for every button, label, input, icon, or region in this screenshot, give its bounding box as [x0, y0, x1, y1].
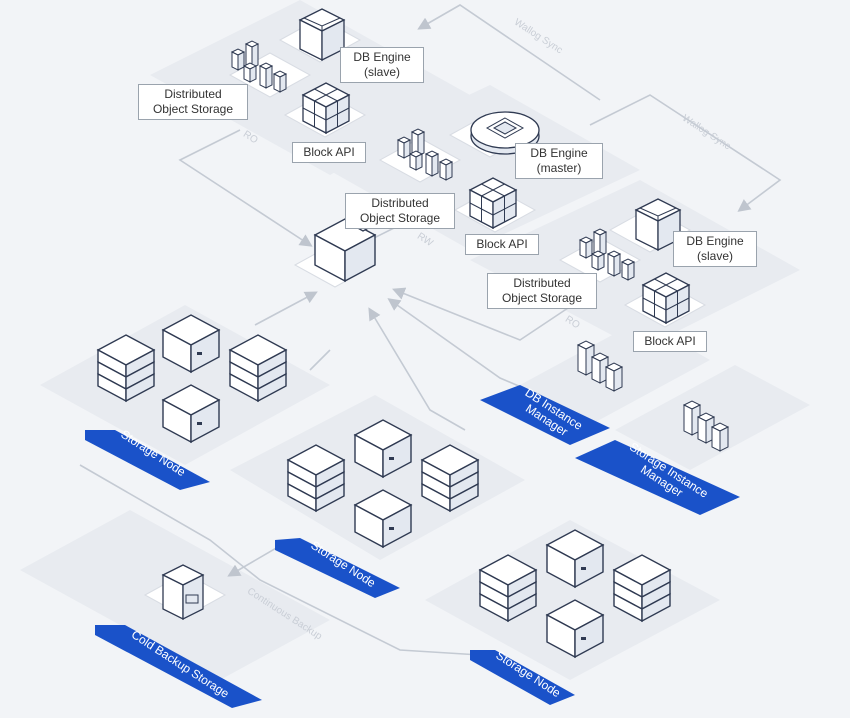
- db-instance-manager-tag: [480, 385, 610, 445]
- block-api-label-right: Block API: [633, 331, 707, 352]
- block-api-label-mid: Block API: [465, 234, 539, 255]
- db-engine-master-label: DB Engine (master): [515, 143, 603, 179]
- block-api-label-top: Block API: [292, 142, 366, 163]
- storage-stack-icon: [97, 334, 155, 402]
- storage-instance-manager-tag: [575, 440, 740, 515]
- db-engine-slave-label-top: DB Engine (slave): [340, 47, 424, 83]
- cold-backup-icon: [161, 564, 205, 621]
- object-storage-label-right: Distributed Object Storage: [487, 273, 597, 309]
- storage-stack-icon: [421, 444, 479, 512]
- cold-backup-tag: [95, 625, 262, 708]
- object-storage-label-mid: Distributed Object Storage: [345, 193, 455, 229]
- db-engine-slave-icon-top: [299, 8, 345, 61]
- tag-ribbons: [85, 385, 740, 708]
- storage-stack-icon: [287, 444, 345, 512]
- object-storage-label-top: Distributed Object Storage: [138, 84, 248, 120]
- storage-stack-icon: [613, 554, 671, 622]
- storage-node-tag-mid: [275, 538, 400, 598]
- storage-node-tag-right: [470, 650, 575, 705]
- storage-stack-icon: [229, 334, 287, 402]
- db-engine-slave-label-right: DB Engine (slave): [673, 231, 757, 267]
- storage-stack-icon: [479, 554, 537, 622]
- storage-node-tag-left: [85, 430, 210, 490]
